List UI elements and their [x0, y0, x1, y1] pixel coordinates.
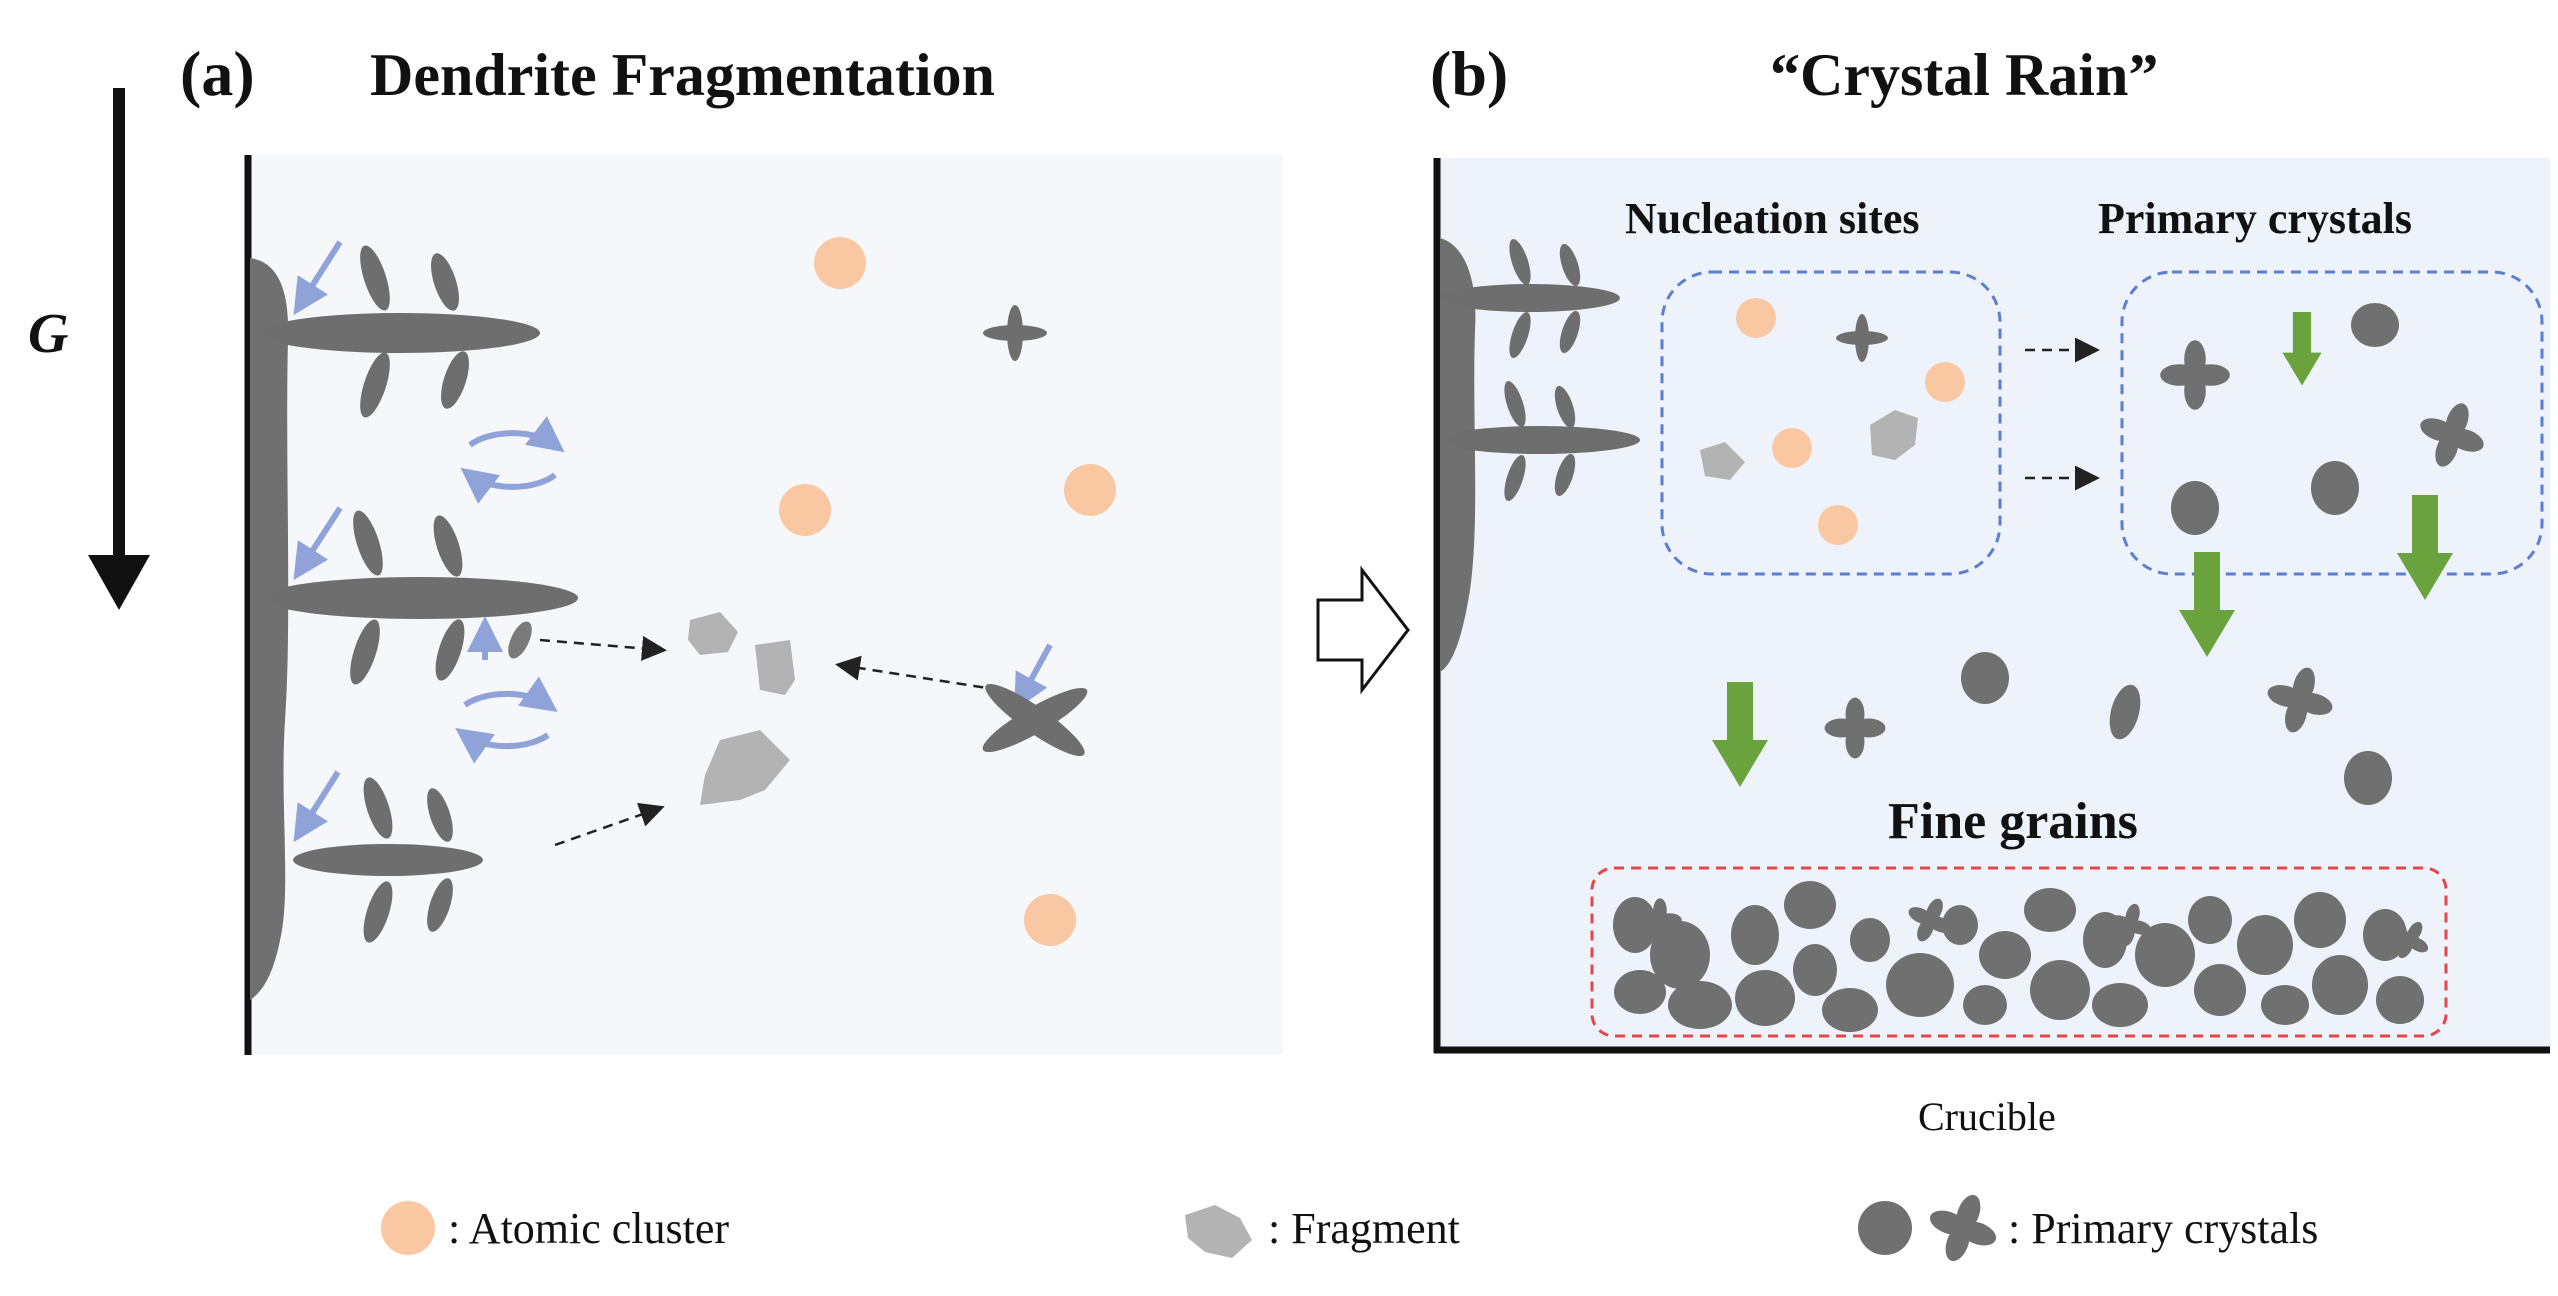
dendrite-b-upper [1440, 239, 1620, 358]
panel-a-title: Dendrite Fragmentation [370, 42, 995, 108]
legend-atomic-cluster-label: : Atomic cluster [448, 1204, 729, 1253]
falling-crystals [1824, 652, 2392, 805]
legend-primary-crystal-circle-swatch [1858, 1201, 1912, 1255]
nucleation-contents [1700, 298, 1965, 545]
fragment [688, 612, 738, 655]
gravity-label: G [28, 303, 68, 365]
legend-fragment-label: : Fragment [1268, 1204, 1460, 1253]
transition-arrow [1316, 565, 1410, 695]
fragment-path-arrows [539, 635, 1001, 847]
legend: : Atomic cluster : Fragment : Primary cr… [381, 1183, 2318, 1273]
nucleation-sites-label: Nucleation sites [1625, 194, 1920, 243]
nucleation-to-primary-arrows [2025, 337, 2100, 491]
fine-grains-cluster [1613, 881, 2438, 1032]
remelting-arrows [293, 240, 1053, 843]
primary-crystals-box [2120, 270, 2544, 576]
detaching-arm [508, 621, 532, 659]
small-cross-crystal [983, 305, 1047, 361]
legend-primary-crystal-cross-swatch [1918, 1183, 2008, 1273]
fine-grains-label: Fine grains [1888, 793, 2138, 850]
panel-b-label: (b) [1430, 38, 1508, 109]
primary-crystals-contents [2160, 303, 2495, 535]
convection-swirl-upper [460, 416, 565, 504]
panel-a-solid-shell [250, 258, 289, 1000]
fine-grains-box [1590, 866, 2448, 1038]
panel-b-solid-shell [1440, 238, 1476, 672]
dendrite-upper [260, 245, 540, 418]
fragment [700, 730, 790, 805]
legend-atomic-cluster-swatch [381, 1201, 435, 1255]
legend-fragment-swatch [1185, 1205, 1252, 1258]
primary-crystals-label: Primary crystals [2098, 194, 2412, 243]
panel-b: Nucleation sites Primary crystals [1430, 38, 2550, 1139]
dendrite-middle [262, 510, 578, 685]
nucleation-sites-box [1660, 270, 2002, 576]
panel-a: G (a) Dendrite Fragmentation [28, 38, 1283, 1055]
panel-a-label: (a) [180, 38, 255, 109]
fragmenting-crystal [982, 683, 1088, 757]
dendrite-b-lower [1440, 381, 1640, 501]
fragment [755, 640, 795, 695]
convection-swirl-lower [455, 676, 558, 764]
panel-b-title: “Crystal Rain” [1770, 42, 2158, 108]
legend-primary-crystals-label: : Primary crystals [2008, 1204, 2318, 1253]
crucible-label: Crucible [1918, 1094, 2056, 1139]
atomic-clusters-a [779, 237, 1116, 946]
gravity-arrow [88, 88, 150, 610]
dendrite-lower [293, 777, 483, 943]
